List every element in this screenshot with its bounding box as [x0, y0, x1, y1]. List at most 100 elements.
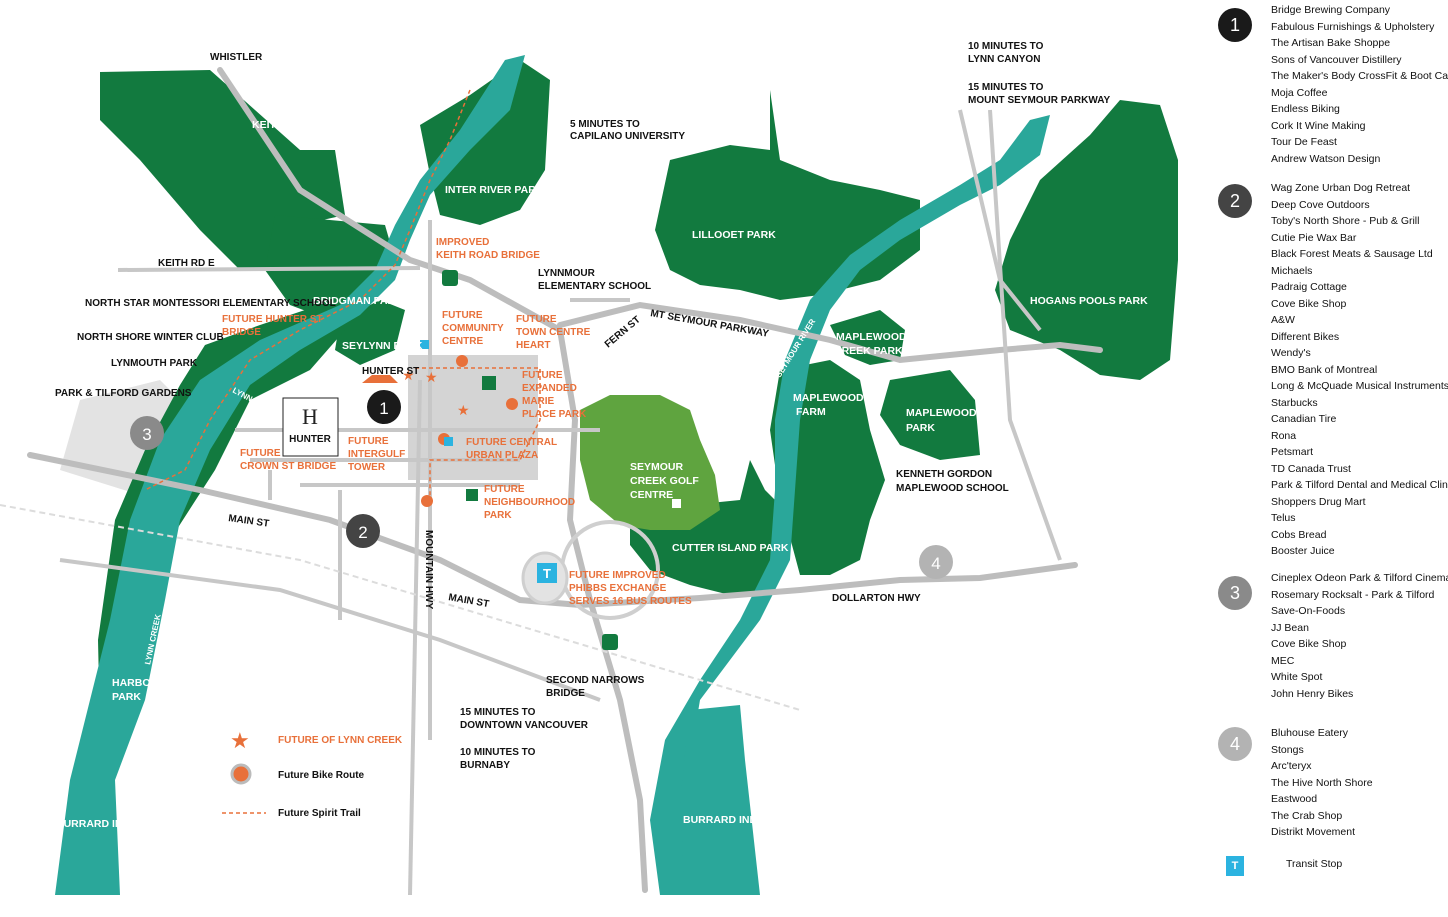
hunter-logo: HUNTER: [289, 434, 331, 445]
seymour-creek-golf-centre: [580, 395, 720, 530]
label-crown-bridge: FUTURE: [240, 448, 281, 459]
legend-item: Booster Juice: [1271, 545, 1335, 557]
label-neighbourhood-park: FUTURE: [484, 484, 525, 495]
transit-stop-icon: [444, 437, 453, 446]
label-lynnmour: ELEMENTARY SCHOOL: [538, 281, 651, 292]
label-marie-place: MARIE: [522, 396, 555, 407]
legend-item: JJ Bean: [1271, 621, 1309, 634]
label-maplewood-park: MAPLEWOOD: [906, 407, 977, 419]
star-icon: ★: [457, 402, 470, 418]
label-keith-rd: KEITH RD E: [158, 258, 215, 269]
legend-item: Petsmart: [1271, 446, 1314, 458]
label-second-narrows: BRIDGE: [546, 688, 585, 699]
label-whistler: WHISTLER: [210, 52, 263, 63]
label-intergulf: INTERGULF: [348, 449, 405, 460]
map-badge-2-number: 2: [358, 523, 367, 542]
label-hogans-pools-park: HOGANS POOLS PARK: [1030, 295, 1148, 307]
label-downtown: 15 MINUTES TO: [460, 707, 536, 718]
label-lynnmour: LYNNMOUR: [538, 268, 596, 279]
label-bridgman-park: BRIDGMAN PARK: [313, 295, 403, 307]
legend-bike-route: Future Bike Route: [278, 770, 365, 781]
legend-badge-2: 2: [1218, 184, 1252, 218]
legend-item: MEC: [1271, 654, 1295, 667]
map-badge-3: [130, 416, 164, 450]
legend-item: Cove Bike Shop: [1271, 638, 1347, 650]
hunter-logo-mark: H: [302, 404, 318, 429]
label-intergulf: TOWER: [348, 462, 386, 473]
legend-item: Canadian Tire: [1271, 413, 1337, 425]
legend-item: Distrikt Movement: [1271, 826, 1356, 838]
legend-future-lynn-creek: FUTURE OF LYNN CREEK: [278, 735, 403, 746]
legend-item: Toby's North Shore - Pub & Grill: [1271, 215, 1420, 227]
maplewood-park: [880, 370, 980, 460]
transit-stop-glyph: T: [543, 566, 551, 581]
legend-item: White Spot: [1271, 671, 1323, 683]
label-neighbourhood-park: NEIGHBOURHOOD: [484, 497, 575, 508]
map-badge-1: [367, 390, 401, 424]
legend-item: Rosemary Rocksalt - Park & Tilford: [1271, 588, 1435, 601]
label-capilano: CAPILANO UNIVERSITY: [570, 131, 685, 142]
label-north-star: NORTH STAR MONTESSORI ELEMENTARY SCHOOL: [85, 298, 336, 309]
star-icon: ★: [230, 728, 250, 753]
label-winter-club: NORTH SHORE WINTER CLUB: [77, 332, 224, 343]
label-burnaby: BURNABY: [460, 760, 510, 771]
legend-item: Rona: [1271, 429, 1297, 442]
label-mount-seymour: 15 MINUTES TO: [968, 82, 1044, 93]
golf-centre-marker: [672, 499, 681, 508]
highway-shield-icon: [602, 634, 618, 650]
label-golf-centre: CENTRE: [630, 489, 673, 501]
label-intergulf: FUTURE: [348, 436, 389, 447]
map-badge-4-number: 4: [931, 554, 940, 573]
legend-item: BMO Bank of Montreal: [1271, 363, 1378, 376]
maplewood-creek-park: [830, 310, 905, 365]
label-town-centre: HEART: [516, 340, 550, 351]
transit-stop-icon: [420, 340, 429, 349]
label-burnaby: 10 MINUTES TO: [460, 747, 536, 758]
highway-shield-icon: [442, 270, 458, 286]
legend-item: TD Canada Trust: [1271, 462, 1351, 475]
bike-icon: [421, 495, 433, 507]
legend-item: Wag Zone Urban Dog Retreat: [1271, 182, 1411, 194]
railway-line: [0, 504, 801, 711]
label-crown-bridge: CROWN ST BRIDGE: [240, 461, 336, 472]
legend-item: Telus: [1271, 512, 1296, 524]
cutter-island-park: [630, 460, 785, 595]
legend-item: Bluhouse Eatery: [1271, 727, 1349, 739]
marie-place-park-icon: [482, 376, 496, 390]
legend-item: Long & McQuade Musical Instruments: [1271, 380, 1448, 392]
legend-item: The Crab Shop: [1271, 809, 1343, 822]
label-lynn-canyon: 10 MINUTES TO: [968, 41, 1044, 52]
label-town-centre: TOWN CENTRE: [516, 327, 591, 338]
legend-badge-1: 1: [1218, 8, 1252, 42]
label-kenneth-gordon: MAPLEWOOD SCHOOL: [896, 483, 1009, 494]
legend-spirit-trail: Future Spirit Trail: [278, 808, 361, 819]
legend-item: Save-On-Foods: [1271, 605, 1346, 617]
legend-item: Cineplex Odeon Park & Tilford Cinemas: [1271, 572, 1448, 584]
label-hunter-bridge: BRIDGE: [222, 327, 261, 338]
label-marie-place: FUTURE: [522, 370, 563, 381]
label-burrard-inlet-left: BURRARD INLET: [56, 818, 143, 830]
legend-item: Cork It Wine Making: [1271, 119, 1366, 132]
label-mount-seymour: MOUNT SEYMOUR PARKWAY: [968, 95, 1111, 106]
label-phibbs-exchange: SERVES 16 BUS ROUTES: [569, 596, 692, 607]
label-maplewood-creek-park: CREEK PARK: [834, 345, 903, 357]
label-second-narrows: SECOND NARROWS: [546, 675, 645, 686]
label-marie-place: PLACE PARK: [522, 409, 587, 420]
label-golf-centre: CREEK GOLF: [630, 475, 699, 487]
inter-river-park: [420, 60, 550, 225]
label-inter-river-park: INTER RIVER PARK: [445, 184, 544, 196]
transit-stop-icon: [537, 563, 557, 583]
spirit-trail: [144, 89, 471, 491]
legend-item: The Hive North Shore: [1271, 776, 1373, 789]
label-keith-lynn-park: KEITH LYNN PARK: [252, 119, 346, 131]
label-capilano: 5 MINUTES TO: [570, 119, 640, 130]
legend-item: Padraig Cottage: [1271, 281, 1347, 293]
label-community-centre: FUTURE: [442, 310, 483, 321]
label-maplewood-farm: MAPLEWOOD: [793, 392, 864, 404]
legend-item: John Henry Bikes: [1271, 687, 1354, 700]
label-burrard-inlet-right: BURRARD INLET: [683, 814, 770, 826]
label-lillooet-park: LILLOOET PARK: [692, 229, 776, 241]
